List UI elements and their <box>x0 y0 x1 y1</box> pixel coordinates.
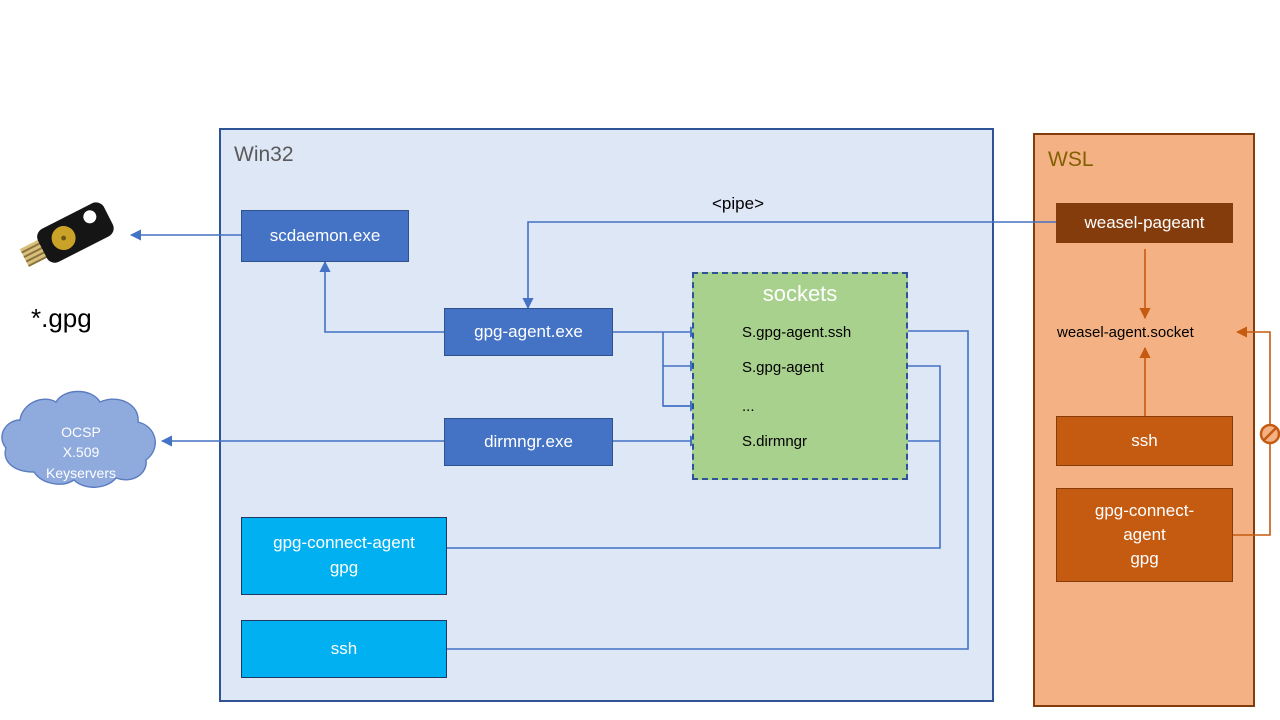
process-weasel-pageant[interactable]: weasel-pageant <box>1056 203 1233 243</box>
win32-label: Win32 <box>234 143 294 166</box>
cloud-line-ocsp: OCSP <box>61 424 101 440</box>
sockets-group: sockets S.gpg-agent.ssh S.gpg-agent ... … <box>692 272 908 480</box>
socket-item-ellipsis: ... <box>742 398 755 415</box>
process-win32-ssh-label: ssh <box>330 638 358 658</box>
process-gpg-agent-label: gpg-agent.exe <box>474 322 583 341</box>
cloud-line-keyservers: Keyservers <box>45 464 117 481</box>
process-wsl-gpg-connect-agent-label-line2: agent <box>1123 524 1166 544</box>
gpg-files-label: *.gpg <box>31 303 92 333</box>
socket-item-s-gpg-agent[interactable]: S.gpg-agent <box>742 359 824 376</box>
cloud-line-x509: X.509 <box>62 444 100 461</box>
process-scdaemon[interactable]: scdaemon.exe <box>241 210 409 262</box>
process-weasel-pageant-label: weasel-pageant <box>1084 213 1205 232</box>
process-wsl-gpg-connect-agent-label-line1: gpg-connect- <box>1094 500 1195 520</box>
process-wsl-gpg-label: gpg <box>1130 549 1159 569</box>
process-win32-ssh[interactable]: ssh <box>241 620 447 678</box>
process-win32-gpg-connect-agent[interactable]: gpg-connect-agent gpg <box>241 517 447 595</box>
yubikey-icon <box>19 202 114 267</box>
process-wsl-ssh-label: ssh <box>1131 430 1158 450</box>
pipe-label: <pipe> <box>712 194 764 213</box>
process-dirmngr-label: dirmngr.exe <box>484 432 573 451</box>
process-win32-gpg-label: gpg <box>329 558 359 577</box>
process-wsl-gpg-connect-agent[interactable]: gpg-connect- agent gpg <box>1056 488 1233 582</box>
no-entry-icon <box>1259 423 1280 445</box>
process-win32-gpg-connect-agent-label: gpg-connect-agent <box>273 533 415 553</box>
socket-item-s-gpg-agent-ssh[interactable]: S.gpg-agent.ssh <box>742 324 852 341</box>
cloud-shape <box>1 390 156 488</box>
process-wsl-ssh[interactable]: ssh <box>1056 416 1233 466</box>
keyservers-cloud: OCSP X.509 Keyservers <box>0 388 162 492</box>
keyservers-cloud-label: OCSP X.509 Keyservers <box>0 422 162 483</box>
process-dirmngr[interactable]: dirmngr.exe <box>444 418 613 466</box>
socket-item-s-dirmngr[interactable]: S.dirmngr <box>742 433 808 450</box>
process-scdaemon-label: scdaemon.exe <box>269 226 381 245</box>
sockets-title: sockets <box>762 281 838 306</box>
process-gpg-agent[interactable]: gpg-agent.exe <box>444 308 613 356</box>
wsl-label: WSL <box>1048 148 1094 171</box>
weasel-agent-socket-label: weasel-agent.socket <box>1057 324 1194 341</box>
